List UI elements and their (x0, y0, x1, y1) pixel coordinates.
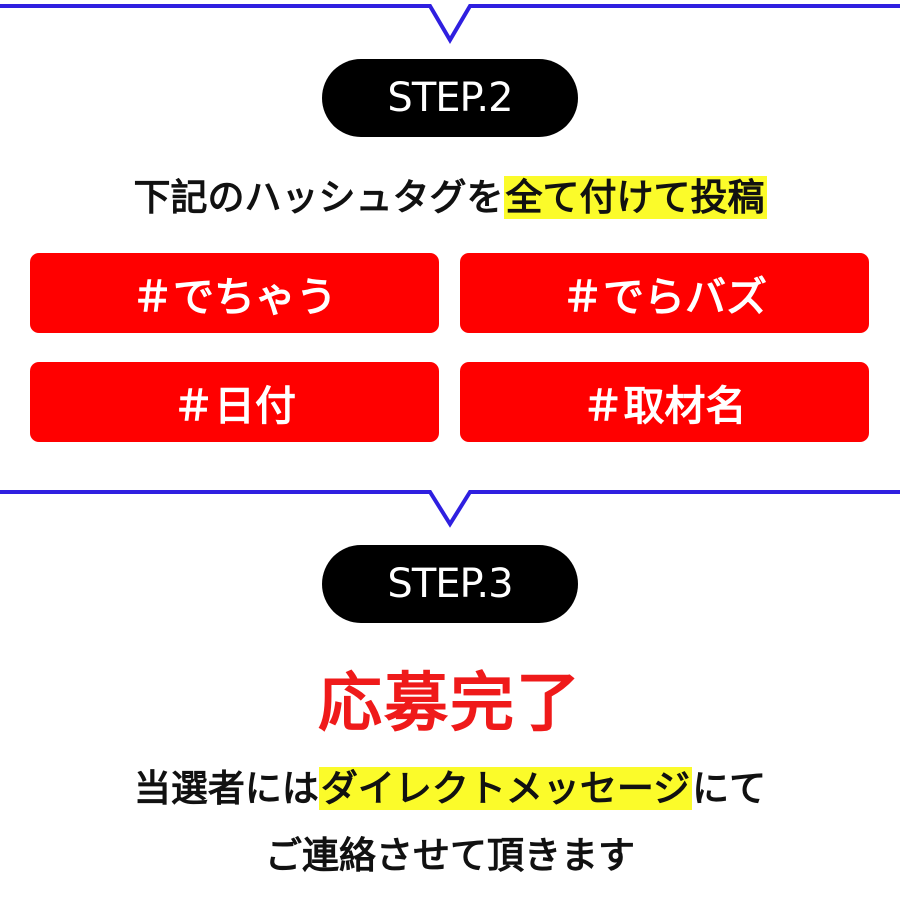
step2-pill: STEP.2 (322, 59, 578, 137)
step2-label: STEP.2 (387, 75, 513, 121)
step2-instruction-text: 下記のハッシュタグを (133, 176, 504, 219)
winner-notice-text-after: にて (692, 767, 767, 810)
step2-instruction-highlight: 全て付けて投稿 (503, 176, 767, 219)
hashtag-tile-interview-name: ＃取材名 (460, 362, 869, 442)
top-divider-line (0, 4, 900, 44)
hashtag-tile-derabazu: ＃でらバズ (460, 253, 869, 333)
hashtag-tile-date: ＃日付 (30, 362, 439, 442)
hashtag-label: ＃でちゃう (132, 273, 337, 321)
step3-label: STEP.3 (387, 561, 513, 607)
step3-pill: STEP.3 (322, 545, 578, 623)
winner-notice-highlight: ダイレクトメッセージ (318, 767, 693, 810)
middle-divider-line (0, 490, 900, 528)
winner-notice-line2: ご連絡させて頂きます (265, 834, 635, 877)
top-divider (0, 0, 900, 46)
hashtag-label: ＃でらバズ (562, 273, 767, 321)
step2-instruction: 下記のハッシュタグを全て付けて投稿 (0, 172, 900, 224)
winner-notice-text-before: 当選者には (133, 767, 319, 810)
middle-divider (0, 486, 900, 532)
winner-notice-line1: 当選者にはダイレクトメッセージにて (0, 763, 900, 815)
hashtag-tile-dechau: ＃でちゃう (30, 253, 439, 333)
hashtag-label: ＃取材名 (582, 382, 747, 430)
application-complete-title: 応募完了 (318, 667, 582, 741)
hashtag-label: ＃日付 (173, 382, 296, 430)
